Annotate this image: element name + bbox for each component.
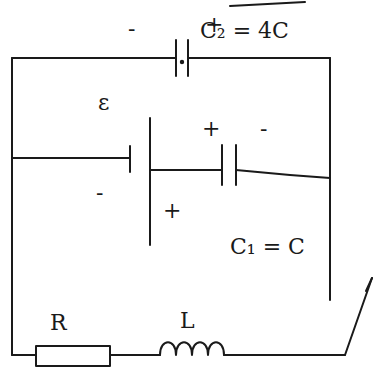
wire xyxy=(188,57,330,59)
battery-negative-plate xyxy=(129,146,131,172)
wire xyxy=(150,169,222,171)
capacitor-plate xyxy=(175,40,177,76)
polarity-sign: + xyxy=(163,200,181,222)
wire xyxy=(236,170,330,178)
wire xyxy=(12,157,130,159)
capacitor-plate xyxy=(235,145,237,185)
component-label: R xyxy=(50,312,67,334)
resistor-symbol xyxy=(36,346,110,366)
stroke-mark xyxy=(230,2,305,6)
wire xyxy=(224,354,345,356)
switch-contact xyxy=(366,278,372,291)
wire xyxy=(11,58,13,355)
polarity-sign: - xyxy=(260,118,267,140)
component-label: C₁ = C xyxy=(230,236,305,258)
polarity-sign: + xyxy=(202,118,220,140)
component-label: L xyxy=(180,310,195,332)
switch-blade xyxy=(345,278,372,355)
inductor-symbol xyxy=(160,342,224,355)
polarity-sign: - xyxy=(128,18,135,40)
capacitor-plate xyxy=(187,40,189,76)
component-label: C₂ = 4C xyxy=(200,20,289,42)
emf-label: ε xyxy=(98,92,109,114)
polarity-sign: - xyxy=(96,182,103,204)
wire xyxy=(12,57,176,59)
wire xyxy=(110,354,160,356)
wire xyxy=(12,354,36,356)
capacitor-plate xyxy=(221,145,223,185)
dot-mark xyxy=(181,61,183,63)
battery-positive-plate xyxy=(149,118,151,245)
